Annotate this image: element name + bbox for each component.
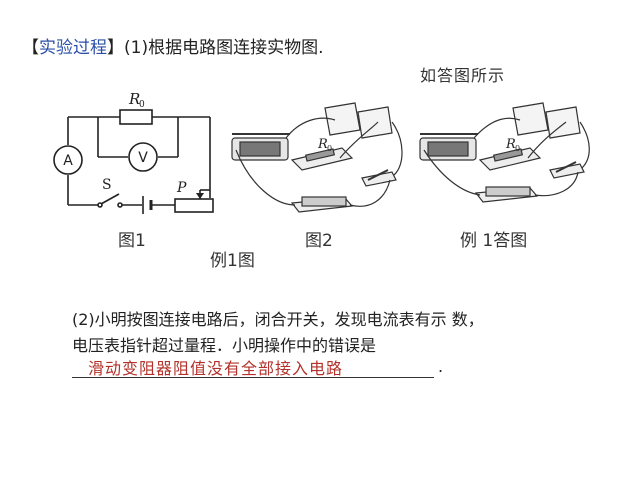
fig3-r0-label: R (505, 137, 516, 152)
switch-lever (100, 193, 120, 205)
r0-label: R (128, 90, 140, 108)
r0-subscript: 0 (139, 100, 145, 110)
experiment-heading: 【实验过程】(1)根据电路图连接实物图. (22, 33, 323, 58)
ammeter-label: A (63, 153, 73, 169)
question2-line2: 电压表指针超过量程．小明操作中的错误是 (72, 336, 377, 355)
fig2-r0-label: R (317, 137, 328, 152)
answer-setup (419, 102, 590, 203)
step1-text: (1)根据电路图连接实物图. (124, 38, 324, 58)
answer-underline (72, 377, 434, 378)
section-tag: 实验过程 (39, 38, 107, 58)
question2-answer: 滑动变阻器阻值没有全部接入电路 (88, 359, 344, 378)
slider-label: P (176, 180, 187, 196)
switch-label: S (102, 177, 112, 193)
bracket-close: 】 (107, 38, 124, 58)
figure1-caption: 图1 (118, 231, 146, 251)
rheostat (174, 198, 214, 213)
figure3-caption: 例 1答图 (460, 231, 528, 251)
resistor-r0 (119, 109, 153, 125)
voltmeter-label: V (138, 150, 148, 166)
answer-end-dot: . (438, 357, 444, 376)
fig2-r0-subscript: 0 (327, 144, 332, 153)
bracket-open: 【 (22, 38, 39, 58)
circuit-diagram (53, 109, 214, 214)
question2-line1: (2)小明按图连接电路后，闭合开关，发现电流表有示 数， (72, 310, 484, 329)
example-caption: 例1图 (210, 251, 255, 271)
figure2-caption: 图2 (305, 231, 333, 251)
answer-note: 如答图所示 (420, 66, 506, 85)
ammeter (53, 145, 83, 175)
voltmeter (128, 142, 158, 172)
fig3-r0-subscript: 0 (515, 144, 520, 153)
slider-arrowhead (196, 193, 204, 199)
physical-setup (231, 102, 403, 213)
